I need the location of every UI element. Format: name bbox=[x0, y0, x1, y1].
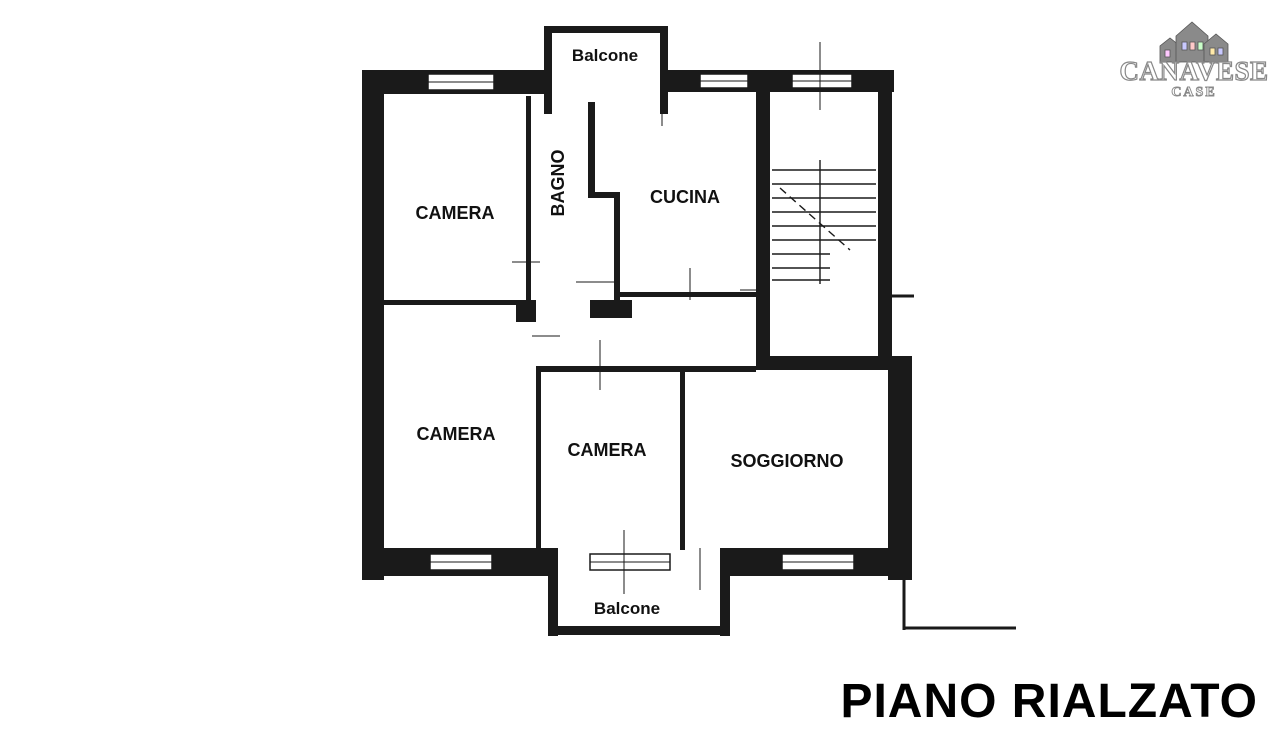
room-soggiorno: SOGGIORNO bbox=[730, 451, 843, 471]
balcony-top-label: Balcone bbox=[572, 46, 638, 65]
room-labels: CAMERA BAGNO CUCINA CAMERA CAMERA SOGGIO… bbox=[416, 46, 844, 618]
walls bbox=[362, 26, 912, 636]
dimension-ticks bbox=[512, 42, 914, 594]
balcony-bottom-label: Balcone bbox=[594, 599, 660, 618]
logo-sub: CASE bbox=[1171, 85, 1216, 100]
room-camera-top-left: CAMERA bbox=[416, 203, 495, 223]
outside-line bbox=[902, 580, 1016, 630]
canavese-case-logo: CANAVESE CASE bbox=[1119, 21, 1269, 100]
window-lines bbox=[428, 80, 854, 563]
room-bagno: BAGNO bbox=[548, 150, 568, 217]
room-camera-center: CAMERA bbox=[568, 440, 647, 460]
houses-icon bbox=[1159, 21, 1229, 63]
floor-title: PIANO RIALZATO bbox=[840, 675, 1258, 728]
room-camera-bottom-left: CAMERA bbox=[417, 424, 496, 444]
room-cucina: CUCINA bbox=[650, 187, 720, 207]
stair bbox=[772, 160, 876, 284]
windows bbox=[427, 73, 855, 571]
logo-name: CANAVESE bbox=[1119, 56, 1268, 86]
